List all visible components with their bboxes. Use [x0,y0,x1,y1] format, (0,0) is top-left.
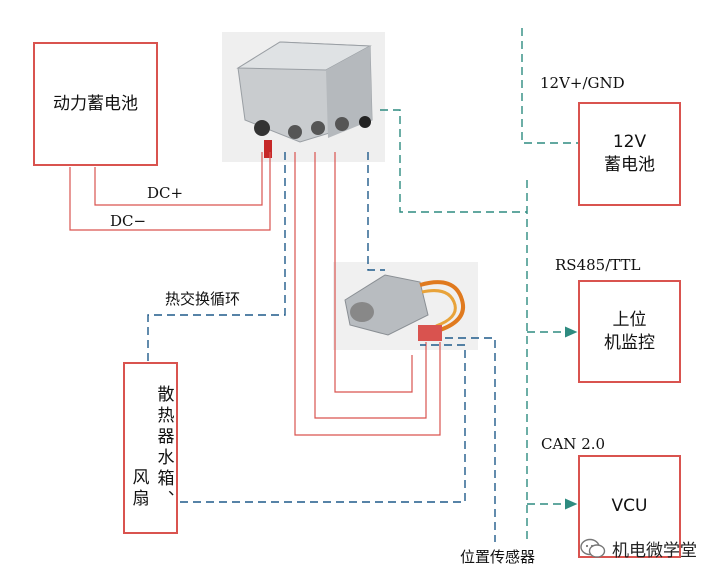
wechat-bubble-icon [580,538,606,558]
radiator-label-2: 风扇 [128,468,149,510]
can-label: CAN 2.0 [541,435,606,453]
watermark: 机电微学堂 [580,536,697,561]
watermark-text: 机电微学堂 [612,541,697,561]
aux-battery-box: 12V 蓄电池 [578,102,681,206]
aux-battery-label-1: 12V [612,132,647,153]
dc-minus-label: DC− [110,212,147,230]
position-sensor-image [333,262,478,350]
heat-exchange-label: 热交换循环 [165,290,241,308]
radiator-label-1: 散热器水箱、 [153,385,174,511]
position-sensor-label: 位置传感器 [460,548,536,566]
traction-battery-box: 动力蓄电池 [33,42,158,166]
comm-lines [380,28,578,540]
aux-battery-label-2: 蓄电池 [604,155,655,175]
host-monitor-box: 上位 机监控 [578,280,681,383]
traction-battery-label: 动力蓄电池 [53,93,138,114]
host-monitor-label-2: 机监控 [604,332,655,353]
vcu-label: VCU [611,496,648,517]
host-monitor-label-1: 上位 [612,309,647,330]
12v-gnd-label: 12V+/GND [540,74,625,92]
radiator-fan-box: 散热器水箱、 风扇 [123,362,178,534]
power-lines [69,152,441,436]
signal-lines [147,152,496,542]
motor-controller-image [222,32,385,162]
rs485-label: RS485/TTL [555,256,641,274]
dc-plus-label: DC+ [147,184,184,202]
